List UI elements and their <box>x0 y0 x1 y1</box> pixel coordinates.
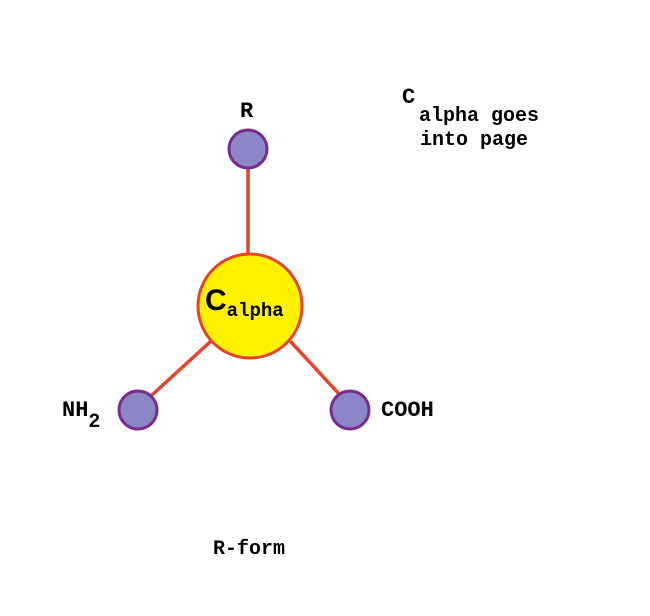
note-line2: into page <box>420 129 528 152</box>
bonds <box>150 166 342 397</box>
bond-to-cooh <box>289 340 342 397</box>
central-atom <box>196 252 304 360</box>
label-cooh: COOH <box>381 398 434 423</box>
caption: R-form <box>213 538 285 561</box>
label-nh2: NH2 <box>62 398 100 434</box>
label-nh2-sub: 2 <box>88 411 100 434</box>
bond-to-nh2 <box>150 340 212 397</box>
atom-r <box>227 128 269 170</box>
label-nh2-main: NH <box>62 398 88 423</box>
orientation-note: C alpha goes into page <box>402 85 539 152</box>
central-atom-main: C <box>205 284 227 317</box>
central-atom-sub: alpha <box>227 300 284 322</box>
note-c: C <box>402 85 415 110</box>
note-line1: alpha goes <box>419 105 539 128</box>
central-atom-label: Calpha <box>205 284 284 322</box>
atom-cooh <box>329 389 371 431</box>
label-r: R <box>240 99 254 124</box>
atom-nh2 <box>117 389 159 431</box>
